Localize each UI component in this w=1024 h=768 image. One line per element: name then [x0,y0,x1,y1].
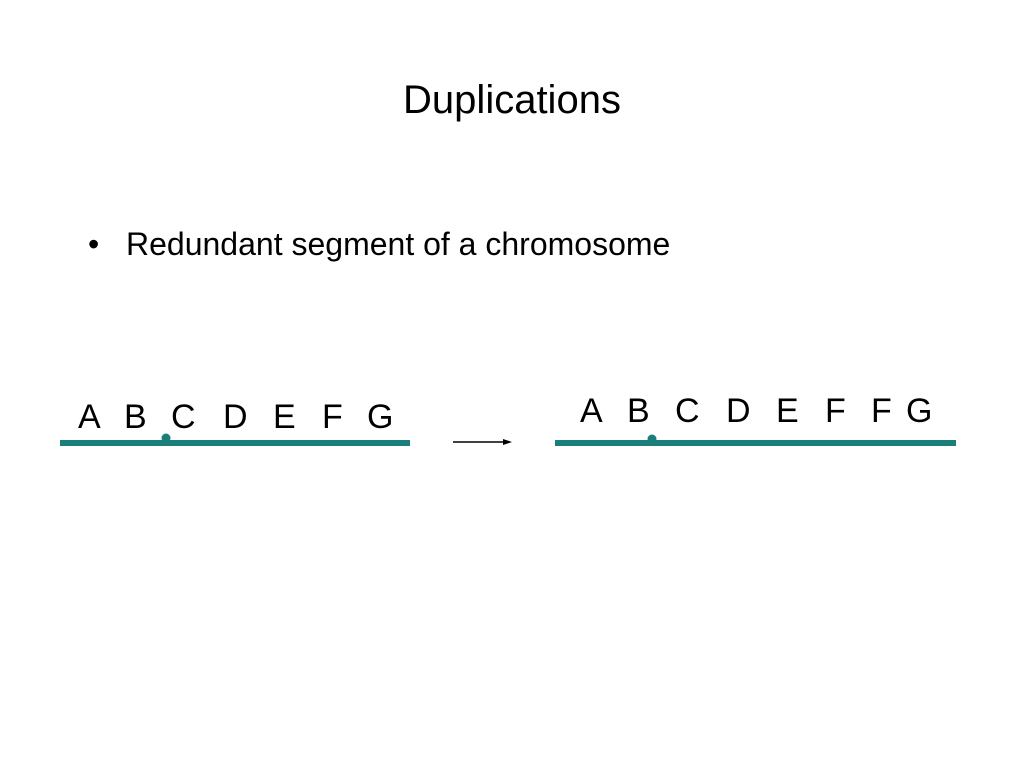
gene-label-c: C [171,398,196,436]
gene-label-a: A [580,392,603,430]
duplicated-chromosome: A B C D E F F G [555,392,956,446]
gene-label-f-duplicate: F [871,392,892,430]
centromere-dot [161,433,171,443]
gene-label-b: B [124,398,147,436]
arrow-head [503,439,512,445]
bullet-list: • Redundant segment of a chromosome [88,222,670,266]
bullet-text: Redundant segment of a chromosome [126,226,671,262]
gene-label-e: E [273,398,296,436]
arrow-right [453,439,512,445]
centromere-dot [647,434,657,444]
original-chromosome: A B C D E F G [60,398,410,446]
gene-label-g: G [367,398,393,436]
gene-label-c: C [675,392,700,430]
gene-label-f: F [322,398,343,436]
slide-title: Duplications [403,78,621,122]
gene-label-e: E [776,392,799,430]
gene-label-g: G [906,392,932,430]
gene-label-d: D [223,398,248,436]
gene-label-f: F [825,392,846,430]
gene-label-a: A [78,398,101,436]
gene-label-b: B [627,392,650,430]
bullet-marker: • [88,226,100,262]
gene-label-d: D [726,392,751,430]
bullet-item: • Redundant segment of a chromosome [88,222,670,266]
